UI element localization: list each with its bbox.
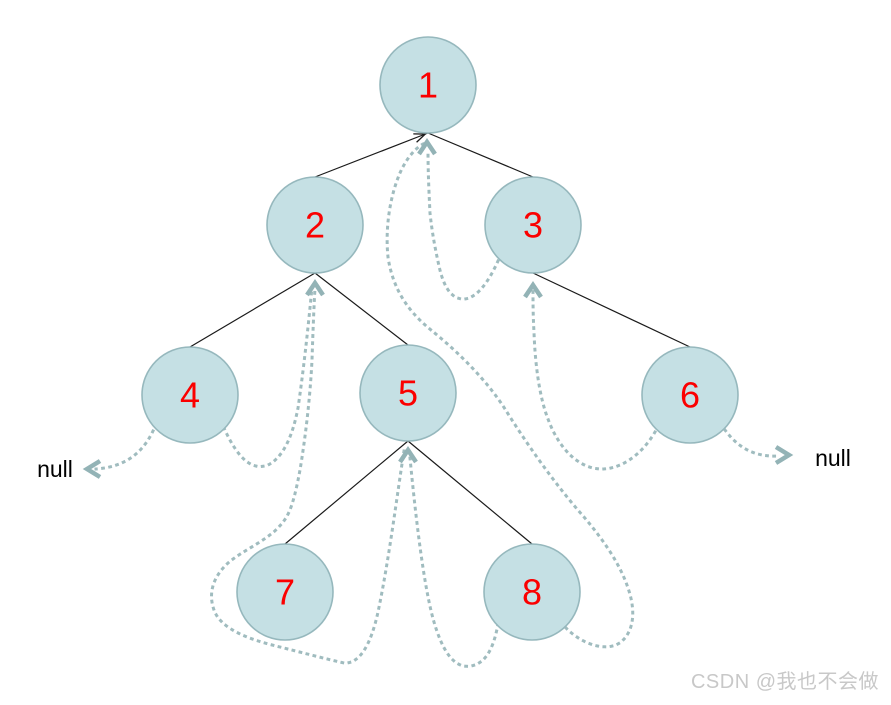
tree-edge-5-8 bbox=[407, 440, 533, 545]
node-label-3: 3 bbox=[523, 205, 543, 246]
return-right-subtree-to-1-around-8 bbox=[385, 141, 635, 649]
node-label-8: 8 bbox=[522, 572, 542, 613]
tree-node-2 bbox=[266, 176, 364, 274]
node-label-7: 7 bbox=[275, 572, 295, 613]
null-label-left: null bbox=[37, 456, 73, 482]
tree-node-5 bbox=[359, 344, 457, 442]
tree-edge-2-4 bbox=[189, 272, 316, 348]
return-5-to-2-around-7 bbox=[210, 286, 406, 665]
node-label-6: 6 bbox=[680, 375, 700, 416]
tree-edge-1-2 bbox=[314, 132, 429, 178]
tree-node-7 bbox=[236, 543, 334, 641]
return-arrowhead-node-3 bbox=[523, 280, 543, 299]
watermark: CSDN @我也不会做 bbox=[690, 671, 879, 693]
node-label-2: 2 bbox=[305, 205, 325, 246]
tree-edge-5-7 bbox=[284, 440, 409, 545]
edge-arrowhead-into-1 bbox=[413, 133, 427, 143]
tree-node-8 bbox=[483, 543, 581, 641]
return-arrowhead-node-5 bbox=[398, 445, 418, 464]
return-arrowhead-null-left bbox=[82, 459, 102, 479]
tree-node-1 bbox=[379, 36, 477, 134]
return-6-to-3 bbox=[531, 287, 658, 471]
node-label-1: 1 bbox=[418, 65, 438, 106]
tree-edge-1-3 bbox=[427, 132, 534, 178]
node-label-4: 4 bbox=[180, 375, 200, 416]
node-label-5: 5 bbox=[398, 373, 418, 414]
return-4-to-2 bbox=[222, 285, 314, 468]
return-arrowhead-node-1 bbox=[417, 137, 437, 156]
arrow-4-to-null-left bbox=[94, 428, 156, 471]
tree-edge-3-6 bbox=[532, 272, 691, 348]
return-8-to-5 bbox=[408, 456, 500, 668]
arrow-6-to-null-right bbox=[722, 427, 780, 458]
return-arrowhead-null-right bbox=[774, 445, 794, 465]
tree-node-3 bbox=[484, 176, 582, 274]
tree-node-6 bbox=[641, 346, 739, 444]
tree-node-4 bbox=[141, 346, 239, 444]
return-arrowhead-node-2 bbox=[305, 278, 325, 297]
null-label-right: null bbox=[815, 445, 851, 471]
tree-edge-2-5 bbox=[314, 272, 409, 346]
